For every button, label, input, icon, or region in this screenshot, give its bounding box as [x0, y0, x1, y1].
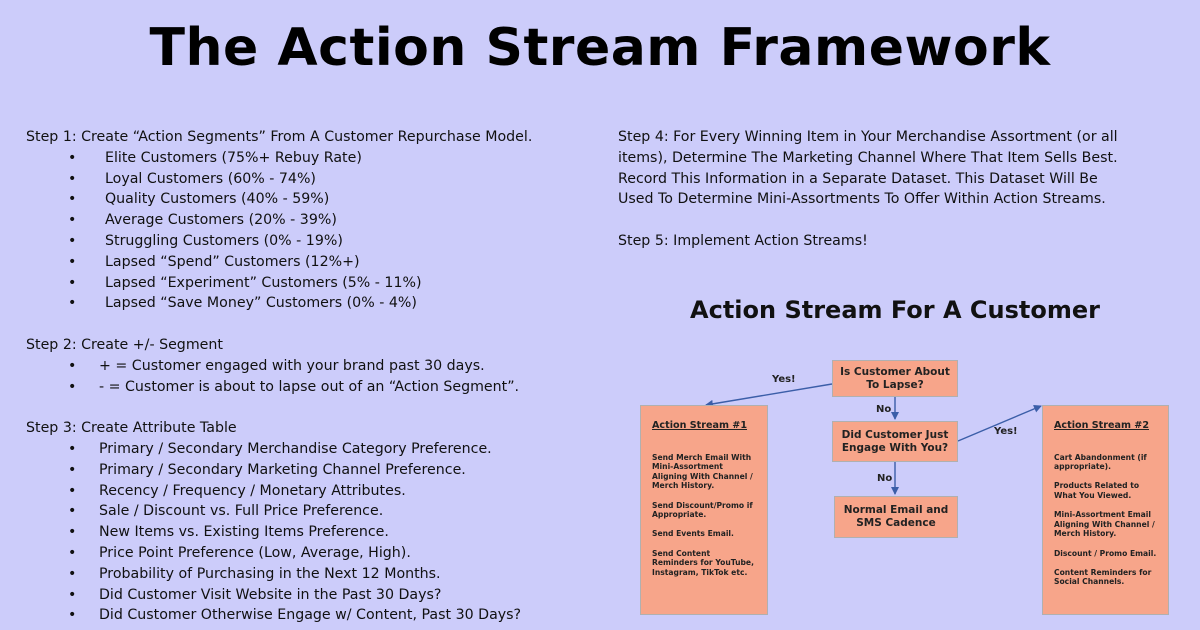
list-item: •Probability of Purchasing in the Next 1…: [26, 564, 606, 585]
steps-column-left: Step 1: Create “Action Segments” From A …: [26, 127, 606, 626]
step1-list: •Elite Customers (75%+ Rebuy Rate) •Loya…: [26, 148, 606, 314]
list-item: •Struggling Customers (0% - 19%): [26, 231, 606, 252]
step2-heading: Step 2: Create +/- Segment: [26, 336, 223, 353]
step4-line: Step 4: For Every Winning Item in Your M…: [618, 129, 1118, 145]
label-yes-2: Yes!: [994, 426, 1018, 437]
list-item: •Price Point Preference (Low, Average, H…: [26, 543, 606, 564]
step5-text: Step 5: Implement Action Streams!: [618, 232, 868, 249]
list-item: Discount / Promo Email.: [1054, 548, 1157, 558]
arrow-yes-to-stream2: [957, 405, 1042, 442]
bullet-icon: •: [68, 440, 77, 457]
bullet-icon: •: [68, 253, 77, 270]
list-item: •Elite Customers (75%+ Rebuy Rate): [26, 148, 606, 169]
bullet-icon: •: [68, 565, 77, 582]
bullet-icon: •: [68, 274, 77, 291]
list-item: Send Events Email.: [652, 529, 734, 539]
bullet-icon: •: [68, 212, 77, 229]
bullet-icon: •: [68, 607, 77, 624]
list-item: Send Discount/Promo if Appropriate.: [652, 500, 753, 520]
list-item: •Did Customer Otherwise Engage w/ Conten…: [26, 605, 606, 626]
action-stream-1-heading: Action Stream #1: [652, 420, 748, 431]
bullet-icon: •: [68, 357, 77, 374]
bullet-icon: •: [68, 378, 77, 395]
bullet-icon: •: [68, 544, 77, 561]
label-no-2: No: [877, 473, 893, 484]
step4-line: Used To Determine Mini-Assortments To Of…: [618, 191, 1106, 208]
diagram-title: Action Stream For A Customer: [690, 296, 1100, 324]
bullet-icon: •: [68, 232, 77, 249]
arrow-yes-to-stream1: [705, 383, 833, 408]
list-item: •Lapsed “Spend” Customers (12%+): [26, 252, 606, 273]
list-item: •Did Customer Visit Website in the Past …: [26, 585, 606, 606]
list-item: Send Merch Email With Mini-Assortment Al…: [652, 452, 753, 491]
step3-list: •Primary / Secondary Merchandise Categor…: [26, 439, 606, 626]
list-item: •+ = Customer engaged with your brand pa…: [26, 356, 606, 377]
bullet-icon: •: [68, 503, 77, 520]
label-no-1: No: [876, 404, 892, 415]
steps-column-right: Step 4: For Every Winning Item in Your M…: [618, 127, 1178, 252]
list-item: •Recency / Frequency / Monetary Attribut…: [26, 481, 606, 502]
bullet-icon: •: [68, 191, 77, 208]
step1-heading: Step 1: Create “Action Segments” From A …: [26, 129, 533, 145]
label-yes-1: Yes!: [772, 374, 796, 385]
list-item: •- = Customer is about to lapse out of a…: [26, 377, 606, 398]
step4-line: items), Determine The Marketing Channel …: [618, 149, 1118, 166]
step3-heading: Step 3: Create Attribute Table: [26, 420, 237, 437]
bullet-icon: •: [68, 524, 77, 541]
list-item: •Average Customers (20% - 39%): [26, 210, 606, 231]
step4-line: Record This Information in a Separate Da…: [618, 170, 1098, 187]
list-item: •Lapsed “Experiment” Customers (5% - 11%…: [26, 273, 606, 294]
list-item: •Sale / Discount vs. Full Price Preferen…: [26, 501, 606, 522]
action-stream-2-box: Action Stream #2 Cart Abandonment (if ap…: [1042, 405, 1169, 615]
list-item: •New Items vs. Existing Items Preference…: [26, 522, 606, 543]
list-item: •Loyal Customers (60% - 74%): [26, 169, 606, 190]
action-stream-1-box: Action Stream #1 Send Merch Email With M…: [640, 405, 768, 615]
list-item: •Quality Customers (40% - 59%): [26, 189, 606, 210]
step2-list: •+ = Customer engaged with your brand pa…: [26, 356, 606, 398]
bullet-icon: •: [68, 170, 77, 187]
page-title: The Action Stream Framework: [149, 18, 1051, 78]
action-stream-2-heading: Action Stream #2: [1054, 420, 1150, 431]
list-item: •Lapsed “Save Money” Customers (0% - 4%): [26, 293, 606, 314]
list-item: Products Related to What You Viewed.: [1054, 481, 1140, 500]
list-item: Send Content Reminders for YouTube, Inst…: [652, 548, 754, 577]
bullet-icon: •: [68, 586, 77, 603]
list-item: •Primary / Secondary Merchandise Categor…: [26, 439, 606, 460]
list-item: Content Reminders for Social Channels.: [1054, 567, 1152, 587]
bullet-icon: •: [68, 295, 77, 312]
list-item: Cart Abandonment (if appropriate).: [1054, 452, 1147, 472]
bullet-icon: •: [68, 482, 77, 499]
bullet-icon: •: [68, 461, 77, 478]
list-item: •Primary / Secondary Marketing Channel P…: [26, 460, 606, 481]
list-item: Mini-Assortment Email Aligning With Chan…: [1054, 510, 1155, 539]
bullet-icon: •: [68, 149, 77, 166]
